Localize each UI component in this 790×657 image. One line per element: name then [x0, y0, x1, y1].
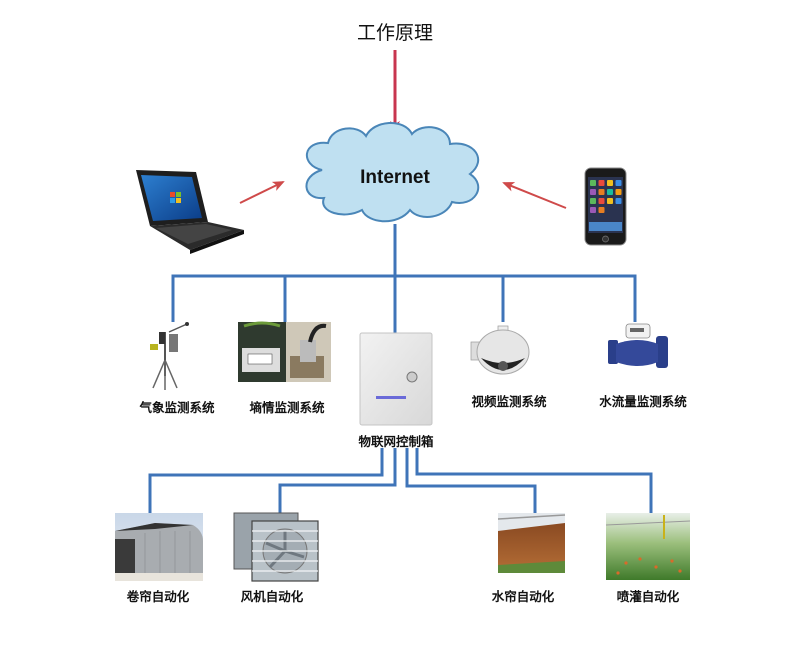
phone-app-icon: [615, 189, 622, 195]
sensor-bus-lines: [171, 224, 637, 336]
wet-curtain-icon: [497, 513, 566, 573]
internet-label: Internet: [360, 167, 430, 188]
phone-app-icon: [607, 198, 613, 204]
weather-station-icon: [150, 322, 189, 390]
phone-app-icon: [615, 198, 622, 204]
phone-app-icon: [590, 198, 596, 204]
phone-app-icon: [590, 189, 596, 195]
sensor-label-water-flow: 水流量监测系统: [599, 394, 687, 409]
phone-app-icon: [590, 207, 596, 213]
exhaust-fan-icon: [233, 512, 319, 582]
water-flow-meter-icon: [608, 323, 668, 368]
roller-shade-greenhouse-icon: [115, 513, 203, 581]
phone-app-icon: [590, 180, 596, 186]
controller-label: 物联网控制箱: [358, 434, 434, 449]
actuator-label-sprinkler: 喷灌自动化: [616, 589, 680, 604]
phone-dock: [589, 222, 622, 231]
actuator-label-fan: 风机自动化: [240, 589, 304, 604]
laptop-icon: [136, 170, 244, 254]
phone-app-icon: [598, 180, 605, 186]
phone-app-icon: [598, 189, 605, 195]
phone-app-icon: [615, 180, 622, 186]
phone-to-cloud-arrow: [502, 182, 567, 209]
phone-app-icon: [607, 189, 613, 195]
phone-app-icon: [598, 198, 605, 204]
smartphone-icon: [584, 167, 627, 246]
sensor-label-weather: 气象监测系统: [139, 400, 215, 415]
soil-moisture-sensor-icon: [238, 321, 331, 382]
laptop-to-cloud-arrow: [239, 181, 285, 204]
control-box-icon: [359, 332, 433, 426]
actuator-label-wet-curtain: 水帘自动化: [491, 589, 555, 604]
dome-camera-icon: [470, 325, 530, 375]
internet-cloud: Internet: [305, 121, 480, 223]
sensor-label-soil-moisture: 墒情监测系统: [249, 400, 325, 415]
actuator-bus-lines: [148, 448, 653, 515]
sensor-label-video: 视频监测系统: [471, 394, 547, 409]
diagram-title: 工作原理: [356, 22, 434, 44]
actuator-label-roller-shade: 卷帘自动化: [126, 589, 190, 604]
sprinkler-irrigation-icon: [605, 513, 691, 580]
phone-app-icon: [607, 180, 613, 186]
phone-app-icon: [598, 207, 605, 213]
